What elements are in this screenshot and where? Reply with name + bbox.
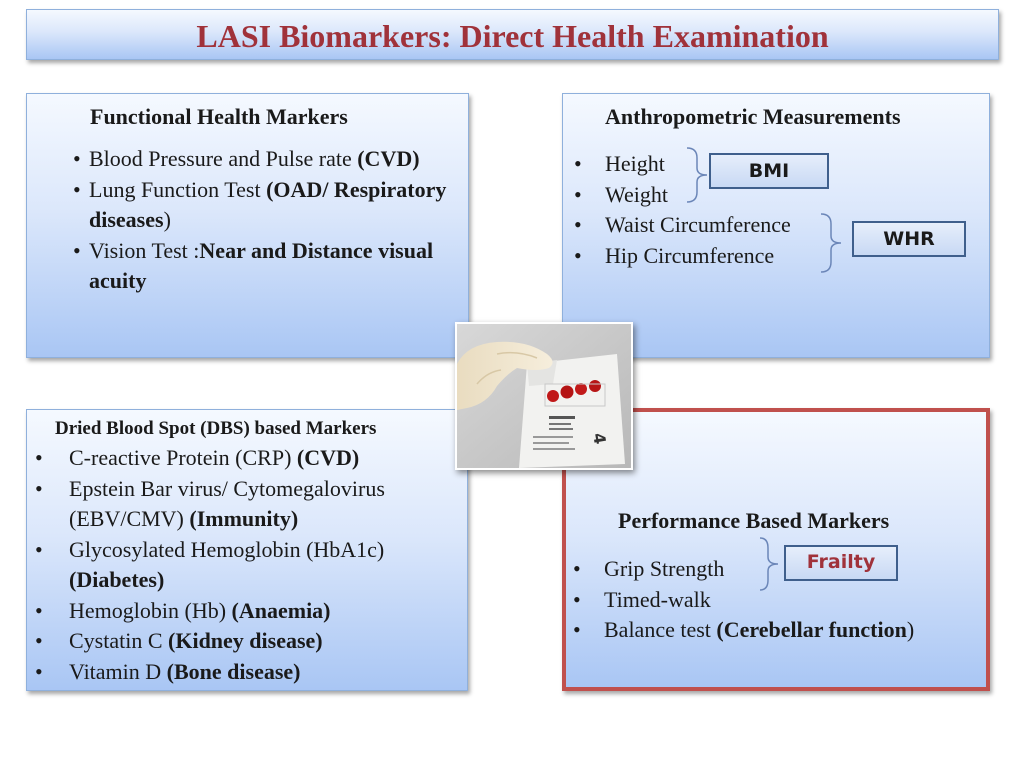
functional-list: Blood Pressure and Pulse rate (CVD) Lung… xyxy=(69,144,449,297)
anthro-heading: Anthropometric Measurements xyxy=(605,104,901,129)
list-item: Grip Strength xyxy=(562,554,982,585)
list-item: Balance test (Cerebellar function) xyxy=(562,615,982,646)
functional-health-panel: Functional Health Markers Blood Pressure… xyxy=(26,93,469,358)
list-item: C-reactive Protein (CRP) (CVD) xyxy=(27,443,459,474)
frailty-brace-icon xyxy=(759,537,779,591)
list-item: Vitamin D (Bone disease) xyxy=(27,657,459,688)
whr-badge: WHR xyxy=(852,221,966,257)
bmi-brace-icon xyxy=(686,147,708,203)
list-item: Weight xyxy=(563,180,863,211)
title-banner: LASI Biomarkers: Direct Health Examinati… xyxy=(26,9,999,60)
dbs-heading: Dried Blood Spot (DBS) based Markers xyxy=(55,418,377,439)
dbs-card-photo: 4 xyxy=(455,322,633,470)
list-item: Waist Circumference xyxy=(563,210,863,241)
performance-list: Grip Strength Timed-walk Balance test (C… xyxy=(562,554,982,646)
frailty-badge: Frailty xyxy=(784,545,898,581)
list-item: Hemoglobin (Hb) (Anaemia) xyxy=(27,596,459,627)
list-item: Hip Circumference xyxy=(563,241,863,272)
dbs-card-illustration-icon: 4 xyxy=(457,324,631,468)
dbs-list: C-reactive Protein (CRP) (CVD) Epstein B… xyxy=(27,443,459,687)
list-item: Timed-walk xyxy=(562,585,982,616)
list-item: Glycosylated Hemoglobin (HbA1c) (Diabete… xyxy=(27,535,459,596)
anthro-list: Height Weight Waist Circumference Hip Ci… xyxy=(563,149,863,271)
page-title: LASI Biomarkers: Direct Health Examinati… xyxy=(196,18,829,54)
list-item: Cystatin C (Kidney disease) xyxy=(27,626,459,657)
functional-heading: Functional Health Markers xyxy=(90,104,348,129)
performance-heading: Performance Based Markers xyxy=(618,508,890,533)
list-item: Vision Test :Near and Distance visual ac… xyxy=(69,236,449,297)
list-item: Height xyxy=(563,149,863,180)
bmi-badge: BMI xyxy=(709,153,829,189)
dbs-panel: Dried Blood Spot (DBS) based Markers C-r… xyxy=(26,409,468,691)
performance-panel: Performance Based Markers Grip Strength … xyxy=(562,408,990,691)
whr-brace-icon xyxy=(820,213,842,273)
list-item: Blood Pressure and Pulse rate (CVD) xyxy=(69,144,449,175)
svg-text:4: 4 xyxy=(589,431,610,445)
anthropometric-panel: Anthropometric Measurements Height Weigh… xyxy=(562,93,990,358)
list-item: Lung Function Test (OAD/ Respiratory dis… xyxy=(69,175,449,236)
list-item: Epstein Bar virus/ Cytomegalovirus (EBV/… xyxy=(27,474,459,535)
